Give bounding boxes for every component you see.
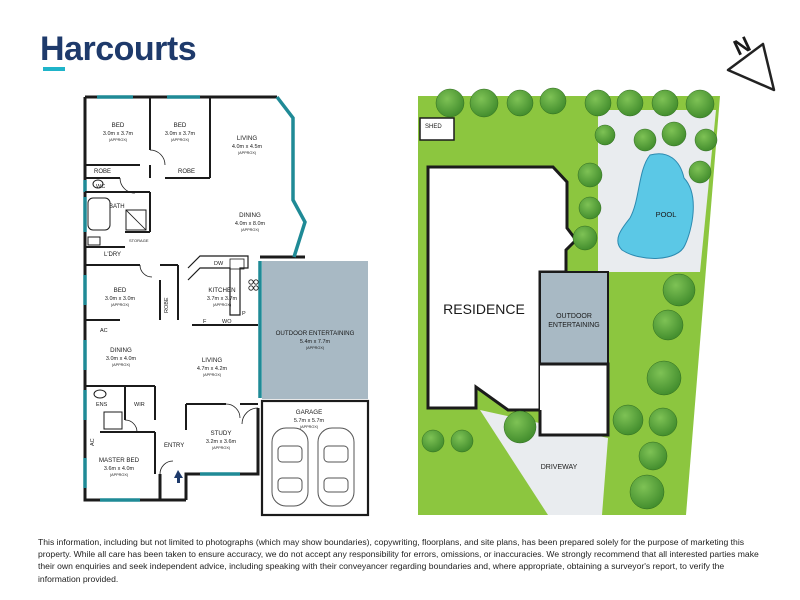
label-wir: WIR [134,402,145,408]
door-swings [119,149,259,475]
label-ac1: AC [100,328,108,334]
label-bath: BATH [109,204,125,210]
room-name-garage: GARAGE [296,409,322,416]
cooktop-icon [248,279,259,291]
room-dims-kitchen: 3.7m x 3.7m [207,296,238,302]
label-ac2: AC [90,438,96,446]
ensuite-shower-icon [103,411,123,430]
room-name-master: MASTER BED [99,457,140,464]
room-approx-garage: (APPROX) [300,425,319,429]
shower-icon [125,209,147,231]
logo-accent-bar [43,67,65,71]
tree-icons [421,87,718,510]
room-dims-master: 3.6m x 4.0m [104,466,135,472]
label-wo: WO [222,319,232,325]
north-arrow-icon: N [726,31,776,92]
car-icons [271,427,355,507]
wc-toilet-icon [92,179,104,189]
label-p: P [242,311,246,317]
garage-outline [260,399,370,517]
toilet-icon [93,389,107,399]
room-name-kitchen: KITCHEN [208,287,235,294]
room-name-living1: LIVING [237,135,257,142]
site-garage-outline [538,362,610,437]
label-robe3: ROBE [164,297,170,313]
room-dims-outdoor: 5.4m x 7.7m [300,339,331,345]
label-ens: ENS [96,402,108,408]
windows [83,95,262,502]
room-name-bed1: BED [112,122,125,129]
room-dims-study: 3.2m x 3.6m [206,439,237,445]
room-name-living2: LIVING [202,357,222,364]
site-plan: SHED RESIDENCE OUTDOOR ENTERTAINING POOL… [418,87,720,515]
room-name-study: STUDY [211,430,232,437]
pool-shape [617,153,694,259]
room-approx-dining2: (APPROX) [112,363,131,367]
label-driveway: DRIVEWAY [541,464,578,471]
label-shed: SHED [425,124,442,130]
room-approx-bed1: (APPROX) [109,138,128,142]
entry-arrow-icon [174,470,183,483]
room-approx-living1: (APPROX) [238,151,257,155]
room-approx-dining1: (APPROX) [241,228,260,232]
label-ldry: L'DRY [104,252,121,258]
room-approx-kitchen: (APPROX) [213,303,232,307]
room-dims-bed1: 3.0m x 3.7m [103,131,134,137]
site-outdoor-area [539,271,609,365]
label-f: F [203,319,207,325]
label-residence: RESIDENCE [443,301,525,317]
room-dims-living1: 4.0m x 4.5m [232,144,263,150]
room-name-bed2: BED [174,122,187,129]
label-dw: DW [214,261,224,267]
label-pool: POOL [656,210,677,219]
kitchen-bench [187,255,249,316]
room-approx-bed2: (APPROX) [171,138,190,142]
room-dims-dining2: 3.0m x 4.0m [106,356,137,362]
sink-icon [229,258,245,270]
room-dims-living2: 4.7m x 4.2m [197,366,228,372]
outdoor-entertaining-area [262,261,368,399]
harcourts-logo: Harcourts [40,30,197,68]
bay-window [275,95,307,258]
laundry-tub-icon [87,236,101,246]
room-name-outdoor: OUTDOOR ENTERTAINING [276,330,355,337]
label-outdoor-line1: OUTDOOR [556,313,592,320]
room-dims-bed2: 3.0m x 3.7m [165,131,196,137]
label-outdoor-line2: ENTERTAINING [548,322,599,329]
label-entry: ENTRY [164,443,184,449]
room-approx-bed3: (APPROX) [111,303,130,307]
room-approx-outdoor: (APPROX) [306,346,325,350]
label-storage: STORAGE [129,238,149,243]
floor-plan: BED 3.0m x 3.7m (APPROX) BED 3.0m x 3.7m… [83,95,370,517]
interior-walls [85,97,258,474]
label-robe2: ROBE [178,169,195,175]
room-name-bed3: BED [114,287,127,294]
room-dims-bed3: 3.0m x 3.0m [105,296,136,302]
room-approx-master: (APPROX) [110,473,129,477]
label-robe1: ROBE [94,169,111,175]
room-dims-dining1: 4.0m x 8.0m [235,221,266,227]
shed-outline [419,117,455,141]
label-wc: WC [96,184,105,190]
room-approx-study: (APPROX) [212,446,231,450]
room-dims-garage: 5.7m x 5.7m [294,418,325,424]
disclaimer-text: This information, including but not limi… [38,537,759,584]
room-approx-living2: (APPROX) [203,373,222,377]
bathtub-icon [87,197,111,231]
room-name-dining1: DINING [239,212,261,219]
room-name-dining2: DINING [110,347,132,354]
